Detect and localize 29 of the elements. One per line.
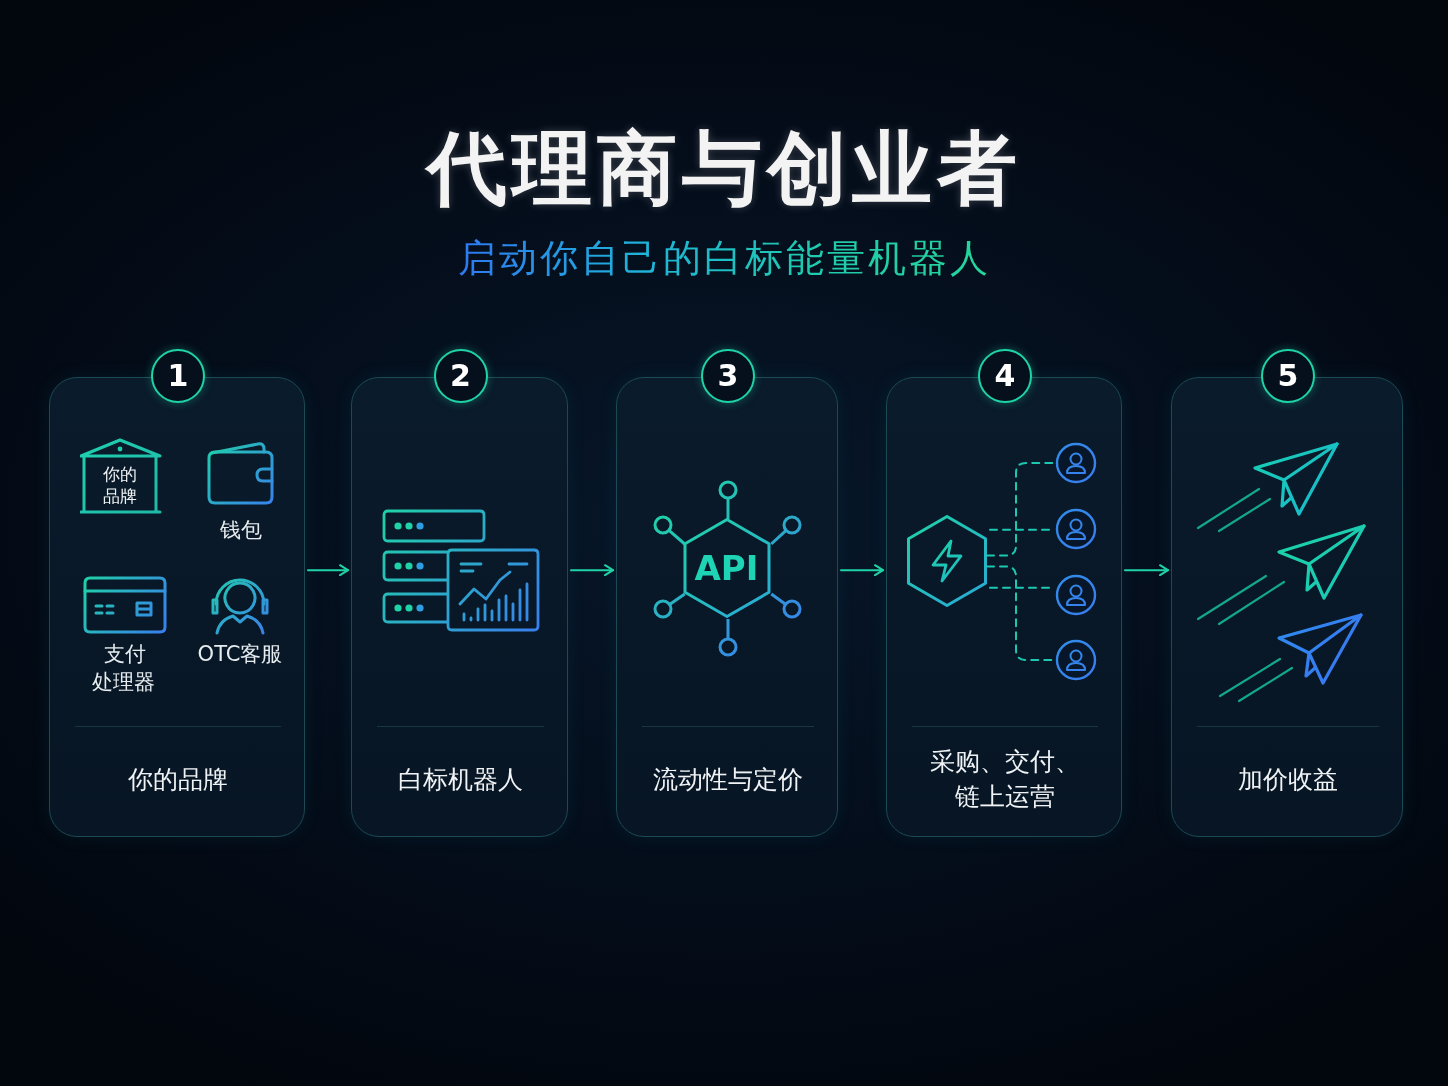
- sign-label: 你的品牌: [102, 462, 139, 507]
- hexagon-node: [906, 514, 987, 607]
- arrow: [840, 564, 884, 577]
- step-label: 加价收益: [1238, 763, 1338, 796]
- user-icon: [1054, 573, 1097, 616]
- step-label: 采购、交付、链上运营: [929, 746, 1081, 813]
- step-number: 5: [1261, 349, 1315, 403]
- user-icon: [1054, 638, 1097, 681]
- icon-caption: 支付处理器: [90, 641, 156, 696]
- icon-caption: 钱包: [220, 517, 262, 544]
- user-icon: [1054, 441, 1097, 484]
- step-number: 4: [978, 349, 1032, 403]
- arrow: [1124, 564, 1169, 577]
- node-label: API: [694, 547, 759, 588]
- arrow: [570, 564, 614, 577]
- step-label: 白标机器人: [398, 763, 523, 796]
- step-number: 1: [151, 349, 205, 403]
- icon-caption: OTC客服: [197, 641, 283, 668]
- building-sign: [79, 436, 162, 515]
- dashed-connector: [989, 528, 1053, 531]
- arrow: [307, 564, 349, 577]
- title: 代理商与创业者: [426, 121, 1022, 217]
- step-label: 你的品牌: [128, 763, 228, 796]
- step-number: 2: [433, 349, 488, 403]
- step-label: 流动性与定价: [653, 763, 803, 796]
- step-number: 3: [701, 349, 755, 403]
- user-icon: [1054, 507, 1097, 550]
- dashed-connector: [989, 586, 1053, 589]
- hexagon-node: [682, 517, 771, 618]
